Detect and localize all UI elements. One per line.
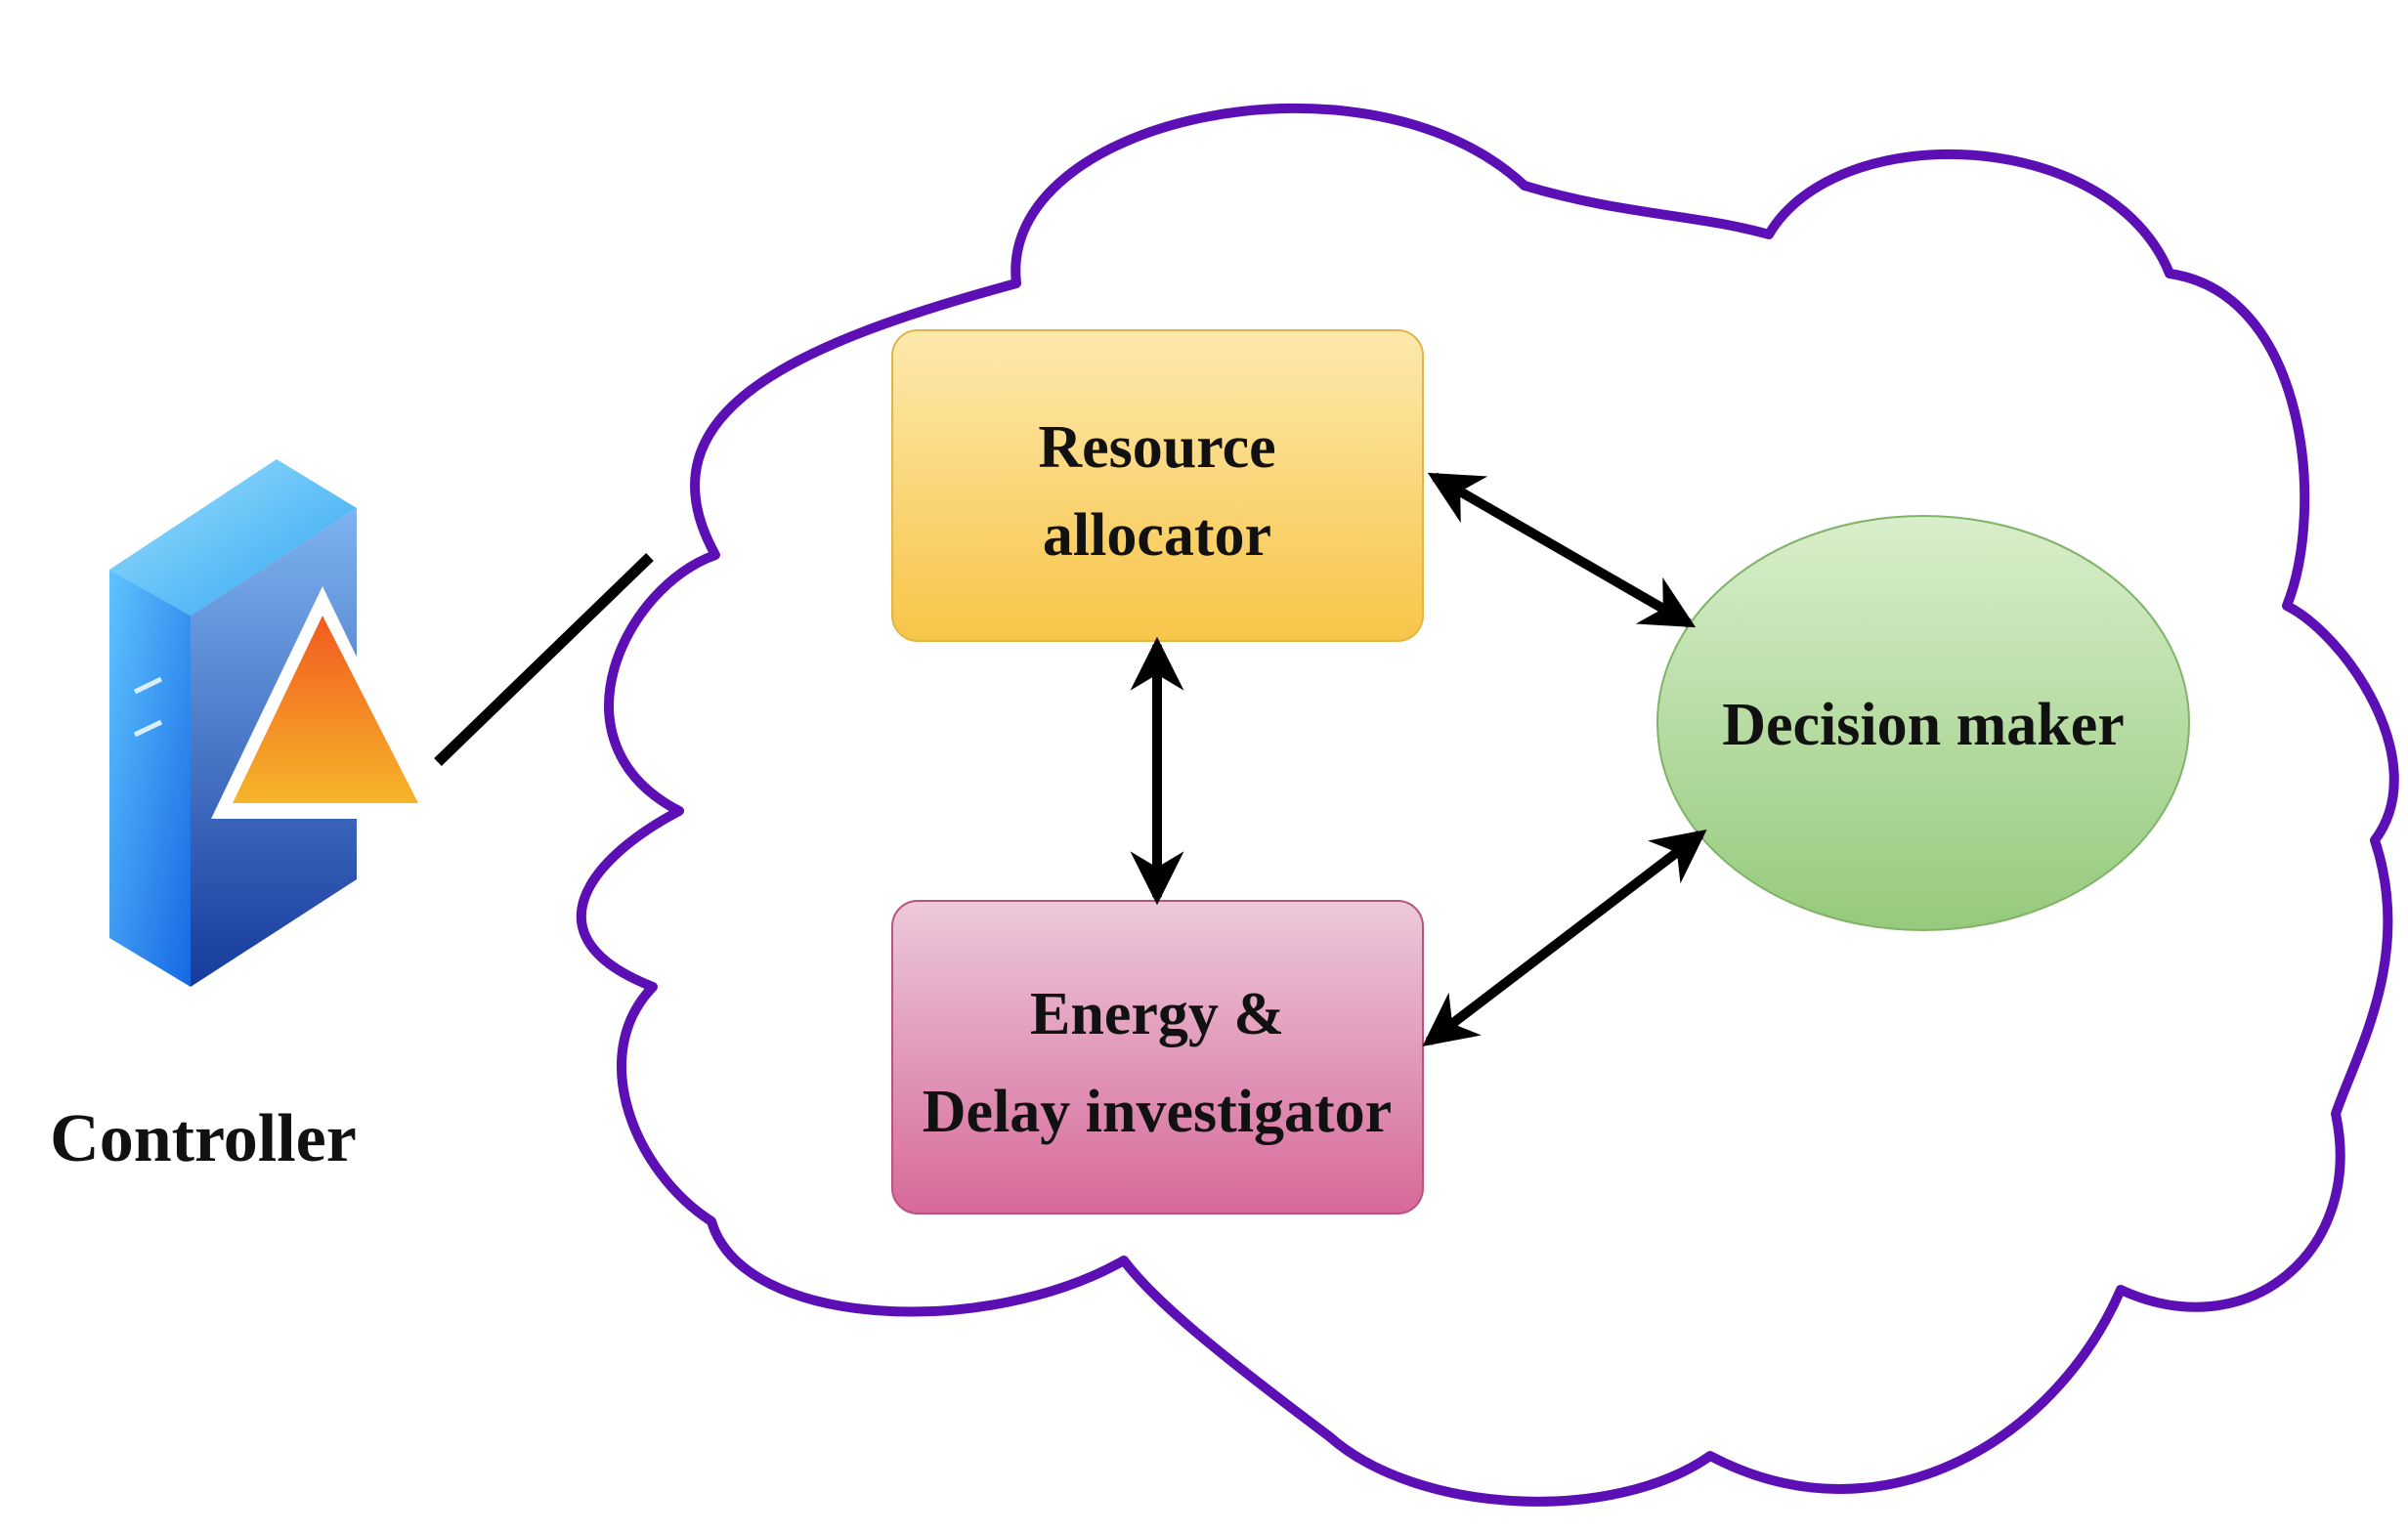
energy-delay-label-line1: Energy & — [1030, 981, 1284, 1047]
energy-delay-label-line2: Delay investigator — [923, 1079, 1392, 1145]
decision-maker-node: Decision maker — [1656, 515, 2190, 931]
server-icon — [109, 459, 435, 987]
decision-maker-label: Decision maker — [1722, 692, 2125, 758]
energy-delay-node: Energy & Delay investigator — [891, 900, 1424, 1214]
resource-allocator-label-line1: Resource — [1038, 414, 1275, 481]
controller-link — [434, 553, 654, 766]
arrow-energy-decision — [1422, 829, 1707, 1047]
controller-label: Controller — [50, 1101, 357, 1176]
arrow-resource-decision — [1427, 472, 1697, 628]
resource-allocator-label-line2: allocator — [1043, 502, 1271, 569]
resource-allocator-node: Resource allocator — [891, 329, 1424, 642]
cloud-boundary — [576, 103, 2399, 1507]
